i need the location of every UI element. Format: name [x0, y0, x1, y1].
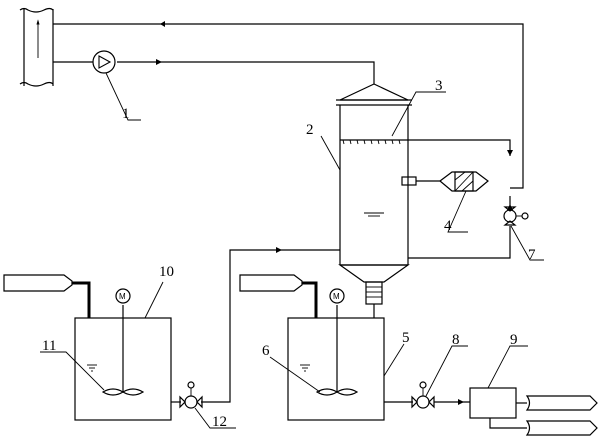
leader-9 — [487, 345, 528, 389]
valve-8 — [384, 381, 470, 409]
flow-arrow-icon — [507, 150, 513, 156]
label-10: 10 — [159, 264, 174, 280]
label-8: 8 — [452, 332, 460, 348]
leader-10 — [144, 281, 164, 319]
label-7: 7 — [528, 247, 536, 263]
label-12: 12 — [212, 414, 227, 430]
valve-7 — [503, 206, 529, 226]
absorption-tower-2 — [336, 83, 417, 283]
leader-4 — [447, 190, 468, 233]
label-9: 9 — [510, 332, 518, 348]
label-6: 6 — [262, 343, 270, 359]
return-pipe — [53, 21, 524, 189]
feed-pipe — [201, 247, 340, 403]
fan-icon — [98, 55, 112, 69]
label-4: 4 — [444, 218, 452, 234]
leader-7 — [510, 225, 544, 261]
supply-cylinder-left — [3, 274, 91, 318]
flow-arrow-icon — [458, 399, 464, 405]
flow-arrow-icon — [156, 59, 162, 65]
motor-icon: M — [333, 292, 340, 301]
gas-supply-pipe — [53, 59, 375, 84]
leader-8 — [425, 345, 468, 397]
tank-10: M — [74, 288, 172, 421]
leader-11 — [40, 351, 105, 391]
leader-12 — [194, 407, 236, 429]
label-11: 11 — [42, 338, 56, 354]
separator-9 — [469, 387, 598, 436]
leader-3 — [391, 91, 446, 137]
leader-2 — [320, 135, 341, 171]
leader-1 — [105, 72, 141, 121]
side-nozzle — [401, 176, 417, 186]
valve-12 — [171, 381, 203, 409]
label-1: 1 — [122, 106, 130, 122]
flow-arrow-icon — [276, 247, 282, 253]
flue-duct — [19, 7, 54, 87]
leader-5 — [383, 343, 405, 377]
motor-icon: M — [119, 292, 126, 301]
flow-arrow-icon — [160, 21, 165, 27]
supply-cylinder-middle — [239, 274, 318, 318]
label-5: 5 — [402, 330, 410, 346]
label-3: 3 — [435, 78, 443, 94]
heat-exchanger-4 — [416, 171, 489, 192]
tank-5: M — [287, 288, 385, 421]
tower-outlet-coupling — [365, 281, 383, 318]
fan-1 — [92, 50, 116, 74]
leader-6 — [269, 356, 321, 393]
label-2: 2 — [306, 122, 314, 138]
spray-pipe — [408, 139, 513, 259]
